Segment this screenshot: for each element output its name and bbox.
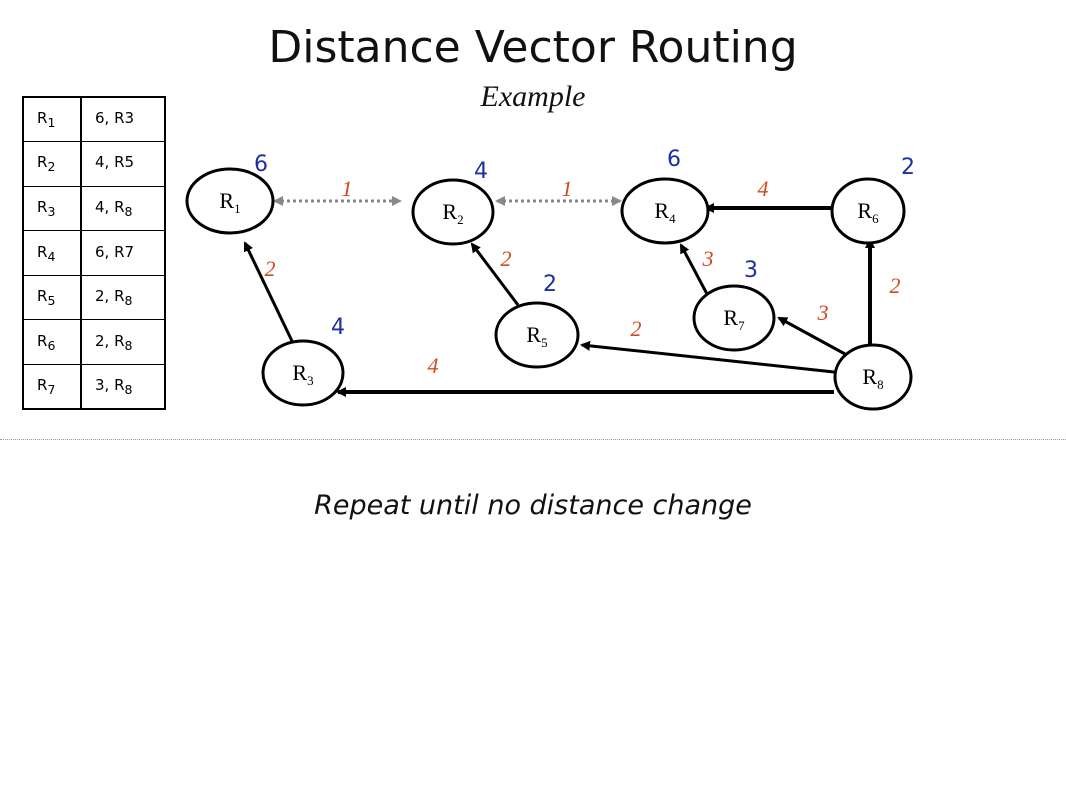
- svg-text:R1: R1: [219, 188, 240, 216]
- node-r1: R1: [185, 167, 275, 235]
- node-label-sub: 4: [669, 211, 676, 226]
- node-label: R: [292, 360, 307, 385]
- node-label: R: [857, 198, 872, 223]
- svg-text:R4: R4: [654, 198, 676, 226]
- cost-label-r8-r7: 3: [817, 300, 829, 325]
- cost-label-r2-r4: 1: [562, 176, 573, 201]
- node-label-sub: 8: [877, 377, 884, 392]
- table-router-cell: R3: [23, 185, 82, 231]
- node-r2: R2: [411, 178, 495, 246]
- node-r5: R5: [494, 301, 580, 369]
- distance-label-r5: 2: [543, 272, 557, 297]
- table-value-cell: 6, R3: [95, 109, 135, 128]
- distance-label-r2: 4: [474, 159, 488, 184]
- table-row: R2 4, R5: [23, 141, 165, 187]
- table-router-cell: R6: [23, 319, 82, 365]
- table-value-cell: 2, R8: [81, 319, 165, 365]
- link-r8-r7: [777, 316, 846, 356]
- node-label: R: [442, 199, 457, 224]
- table-router-cell: R7: [23, 364, 82, 410]
- node-r8: R8: [833, 343, 913, 411]
- node-label-sub: 1: [234, 201, 241, 216]
- link-r5-r2: [470, 242, 520, 306]
- node-label-sub: 5: [541, 335, 548, 350]
- node-r4: R4: [620, 177, 710, 245]
- table-row: R5 2, R8: [23, 274, 165, 320]
- svg-text:R5: R5: [526, 322, 547, 350]
- table-value-cell: 2, R8: [81, 274, 165, 320]
- node-label: R: [723, 305, 738, 330]
- table-router-cell: R5: [23, 274, 82, 320]
- cost-label-r8-r3: 4: [428, 353, 439, 378]
- table-router-cell: R1: [23, 97, 82, 142]
- cost-label-r8-r5: 2: [631, 316, 642, 341]
- svg-text:R6: R6: [857, 198, 879, 226]
- table-value-cell: 3, R8: [81, 364, 165, 410]
- node-label: R: [654, 198, 669, 223]
- table-router-cell: R2: [23, 141, 82, 187]
- node-label: R: [219, 188, 234, 213]
- distance-label-r1: 6: [254, 152, 268, 177]
- cost-label-r5-r2: 2: [501, 246, 512, 271]
- table-row: R4 6, R7: [23, 230, 165, 276]
- node-label-sub: 6: [872, 211, 879, 226]
- node-label-sub: 2: [457, 212, 464, 227]
- node-label-sub: 3: [307, 373, 314, 388]
- cost-label-r6-r4: 4: [758, 176, 769, 201]
- cost-label-r1-r2: 1: [342, 176, 353, 201]
- table-row: R6 2, R8: [23, 319, 165, 365]
- network-diagram: R1 R2 R3 R4 R5 R6 R7 R8 1 1 4 2 2 3 3 2 …: [185, 147, 915, 411]
- section-divider: [0, 439, 1066, 440]
- svg-text:R3: R3: [292, 360, 313, 388]
- distance-label-r7: 3: [744, 258, 758, 283]
- cost-label-r7-r4: 3: [702, 246, 714, 271]
- table-row: R1 6, R3: [23, 97, 165, 142]
- table-value-cell: 4, R8: [81, 185, 165, 231]
- distance-label-r3: 4: [331, 315, 345, 340]
- node-r6: R6: [830, 177, 906, 245]
- page-title: Distance Vector Routing: [268, 22, 798, 73]
- node-r3: R3: [261, 339, 345, 407]
- table-row: R3 4, R8: [23, 185, 165, 231]
- node-label-sub: 7: [738, 318, 745, 333]
- table-value-cell: 6, R7: [81, 230, 165, 276]
- node-r7: R7: [692, 284, 776, 352]
- table-row: R7 3, R8: [23, 364, 165, 410]
- distance-label-r4: 6: [667, 147, 681, 172]
- svg-text:R8: R8: [862, 364, 883, 392]
- svg-text:R7: R7: [723, 305, 745, 333]
- link-r3-r1: [243, 241, 294, 342]
- link-r8-r5: [580, 340, 835, 374]
- node-label: R: [862, 364, 877, 389]
- footer-note: Repeat until no distance change: [314, 490, 752, 521]
- routing-table: R1 6, R3 R2 4, R5 R3 4, R8 R4 6, R7 R5 2…: [22, 96, 166, 411]
- node-label: R: [526, 322, 541, 347]
- page-subtitle: Example: [480, 80, 586, 113]
- table-router-cell: R4: [23, 230, 82, 276]
- cost-label-r3-r1: 2: [265, 256, 276, 281]
- svg-text:R2: R2: [442, 199, 463, 227]
- table-value-cell: 4, R5: [81, 141, 165, 187]
- cost-label-r8-r6: 2: [890, 273, 901, 298]
- link-r7-r4: [679, 243, 709, 295]
- distance-label-r6: 2: [901, 155, 915, 180]
